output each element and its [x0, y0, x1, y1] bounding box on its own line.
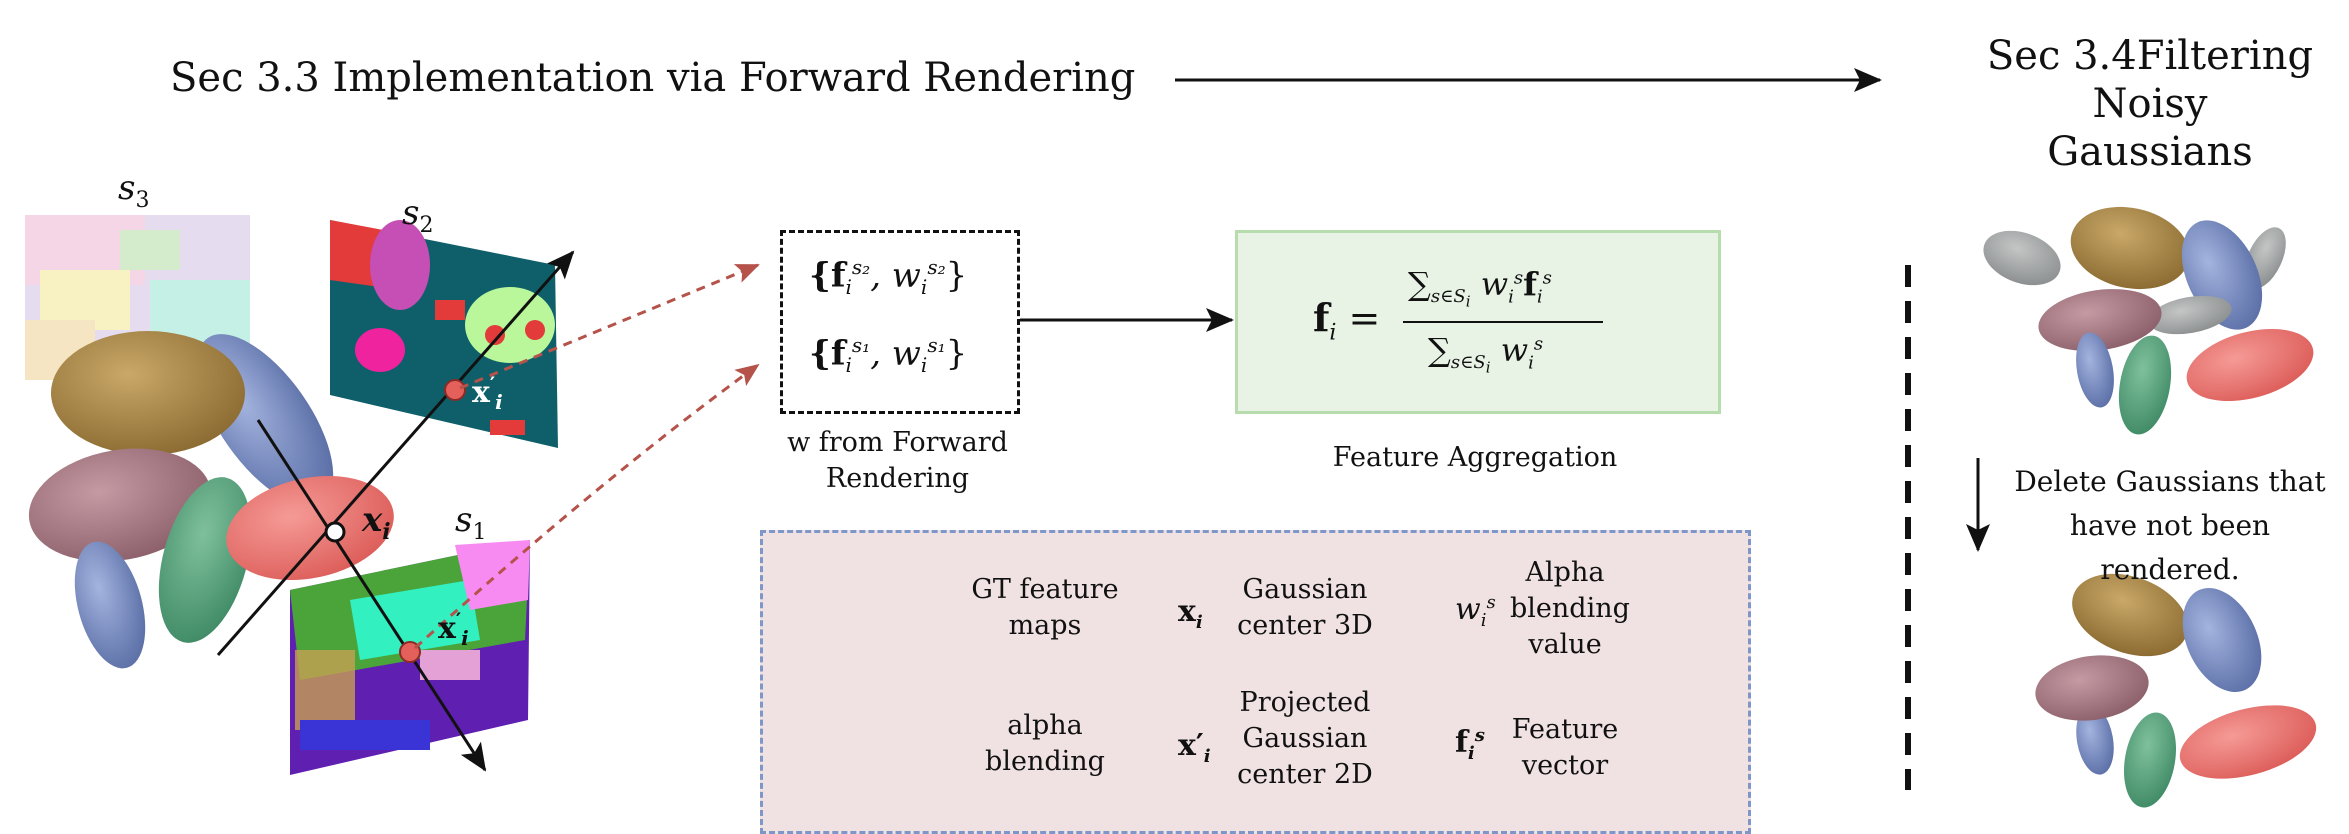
section-3-4-title: Sec 3.4Filtering Noisy Gaussians [1985, 32, 2315, 176]
legend-w-symbol: wis [1455, 592, 1496, 631]
ray-to-s1 [256, 419, 487, 772]
aggregation-box: fi = ∑s∈Si wisfis ∑s∈Si wis [1235, 230, 1721, 414]
section-3-4-title-line1: Sec 3.4Filtering [1986, 33, 2314, 79]
aggregation-numerator: ∑s∈Si wisfis [1408, 265, 1552, 311]
aggregation-denominator: ∑s∈Si wis [1428, 331, 1544, 377]
weights-box: {fis₂, wis₂} {fis₁, wis₁} [780, 230, 1020, 414]
dashed-arrow-s2 [459, 263, 760, 390]
section-3-3-title: Sec 3.3 Implementation via Forward Rende… [170, 55, 1136, 101]
aggregation-caption: Feature Aggregation [1332, 442, 1618, 473]
gaussian-cluster-after [2035, 573, 2317, 808]
section-3-4-title-line2: Noisy Gaussians [2047, 81, 2253, 175]
legend-xi-symbol: xi [1178, 594, 1203, 633]
view-label-s2: s2 [402, 193, 434, 238]
projected-label-s2: x′i [472, 372, 503, 414]
weights-caption-line2: Rendering [825, 463, 970, 494]
projected-label-s1: x′i [438, 608, 469, 650]
view-label-s3: s3 [118, 168, 150, 213]
weights-caption-line1: w from Forward [787, 427, 1008, 458]
legend-x-prime-symbol: x′i [1178, 728, 1211, 767]
gaussian-cluster-left [28, 331, 394, 669]
feature-map-s2 [330, 220, 558, 448]
gaussian-center-point [324, 521, 346, 543]
projected-point-s2 [444, 379, 466, 401]
gaussian-cluster-before [1983, 206, 2314, 435]
aggregation-formula-lhs: fi = [1313, 295, 1381, 346]
ray-to-s2 [216, 250, 575, 656]
feature-map-s1 [290, 540, 530, 775]
filter-caption-line2: have not been rendered. [2069, 509, 2271, 586]
fraction-bar [1403, 321, 1603, 323]
filter-caption: Delete Gaussians that have not been rend… [2000, 460, 2340, 592]
weights-row-s1: {fis₁, wis₁} [809, 333, 968, 378]
filter-caption-line1: Delete Gaussians that [2014, 465, 2326, 498]
legend-f-symbol: fis [1455, 725, 1485, 764]
legend-box [760, 530, 1751, 834]
view-label-s1: s1 [455, 500, 487, 545]
gaussian-center-label: xi [362, 500, 391, 545]
dashed-arrow-s1 [413, 363, 760, 650]
weights-caption: w from Forward Rendering [760, 425, 1035, 497]
weights-row-s2: {fis₂, wis₂} [809, 255, 968, 300]
